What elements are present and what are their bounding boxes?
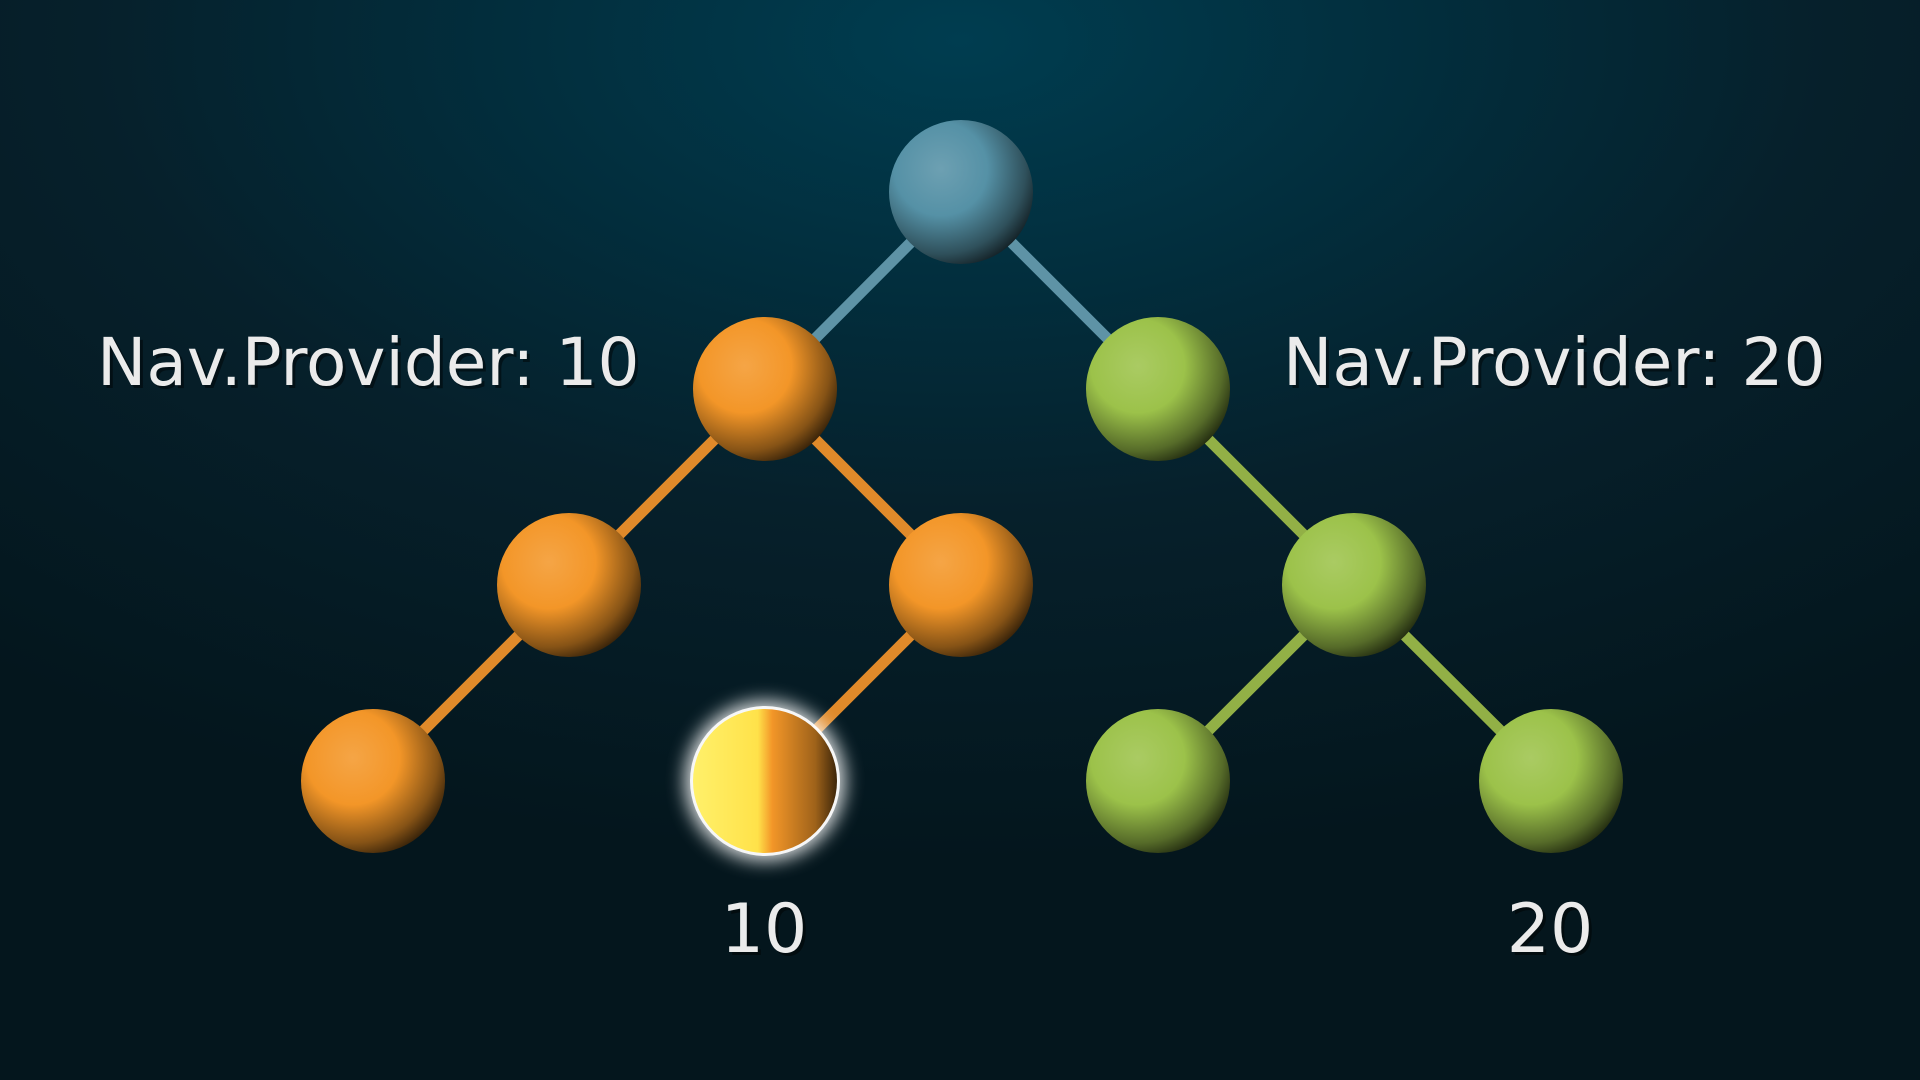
left-provider-label: Nav.Provider: 10 — [97, 324, 640, 401]
tree-edges — [367, 186, 1557, 787]
tree-node-n2 — [1086, 317, 1230, 461]
tree-node-n4 — [889, 513, 1033, 657]
left-value-label: 10 — [720, 890, 808, 969]
tree-node-n1 — [693, 317, 837, 461]
tree-node-n5 — [1282, 513, 1426, 657]
right-value-label: 20 — [1506, 890, 1594, 969]
tree-nodes — [301, 120, 1623, 861]
tree-node-n3 — [497, 513, 641, 657]
tree-node-root — [889, 120, 1033, 264]
tree-node-n9 — [1479, 709, 1623, 853]
tree-node-n7 — [685, 701, 845, 861]
tree-node-n6 — [301, 709, 445, 853]
tree-node-n8 — [1086, 709, 1230, 853]
right-provider-label: Nav.Provider: 20 — [1283, 324, 1826, 401]
